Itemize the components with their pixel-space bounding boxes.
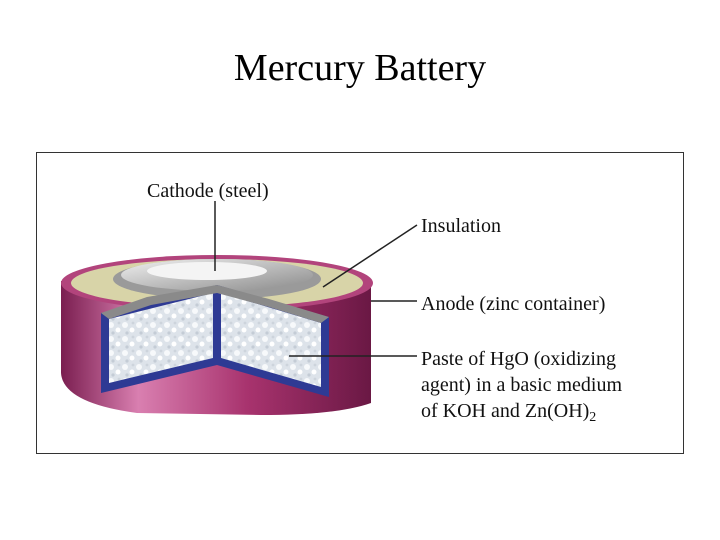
paste-right (221, 293, 321, 387)
paste-label-line-1: Paste of HgO (oxidizing (421, 348, 616, 370)
battery-illustration (61, 201, 418, 415)
cathode-label: Cathode (steel) (147, 180, 269, 202)
paste-label-line-2: agent) in a basic medium (421, 374, 623, 396)
paste-left (109, 293, 213, 383)
paste-label-subscript: 2 (589, 410, 597, 425)
battery-diagram: Cathode (steel) Insulation Anode (zinc c… (36, 152, 684, 454)
insulation-callout (322, 224, 418, 288)
paste-label-line-3: of KOH and Zn(OH)2 (421, 398, 622, 431)
anode-label: Anode (zinc container) (421, 293, 606, 315)
cathode-cap (113, 259, 321, 299)
callout-lines (214, 201, 418, 357)
paste-label: Paste of HgO (oxidizing agent) in a basi… (421, 346, 622, 431)
insulation-label: Insulation (421, 215, 501, 237)
page-title: Mercury Battery (233, 47, 487, 89)
paste-label-line-3-text: of KOH and Zn(OH) (421, 400, 590, 422)
cutaway-section (101, 285, 329, 397)
